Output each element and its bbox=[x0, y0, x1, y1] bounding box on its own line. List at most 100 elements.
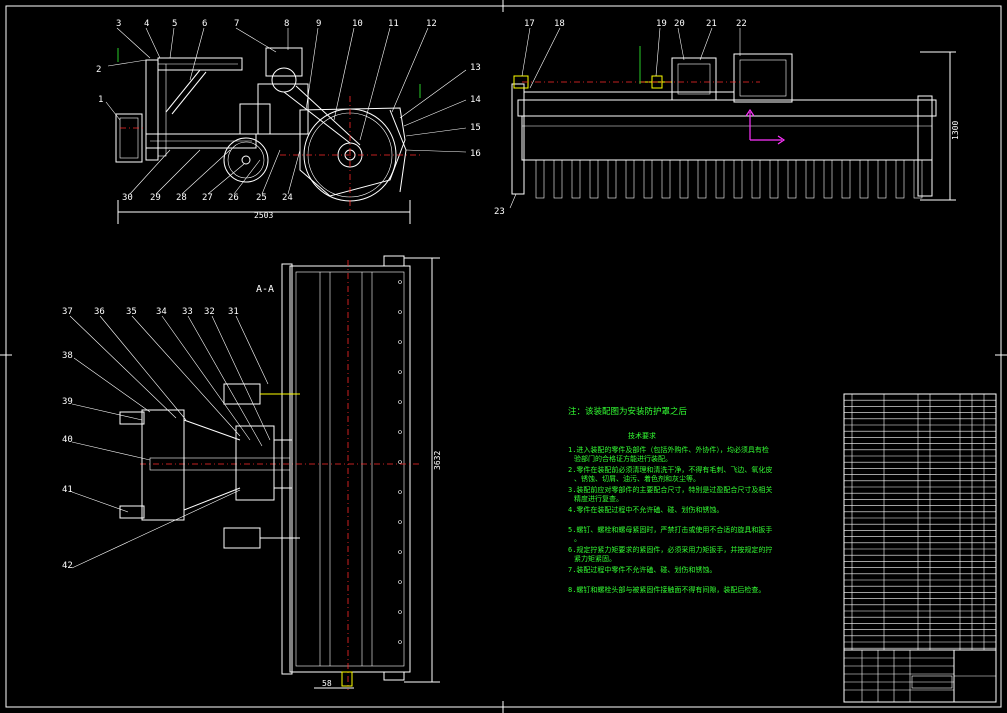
tine bbox=[733, 159, 743, 199]
tine bbox=[661, 159, 671, 199]
notes-list: 1.进入装配的零件及部件（包括外购件、外协件），均必须具有检验部门的合格证方能进… bbox=[568, 445, 772, 594]
callout-label: 5 bbox=[172, 19, 177, 29]
tine bbox=[823, 159, 833, 199]
callout-label: 35 bbox=[126, 307, 137, 317]
callout-label: 13 bbox=[470, 63, 481, 73]
bolt bbox=[398, 460, 402, 464]
technical-notes: 注：该装配图为安装防护罩之后 技术要求 1.进入装配的零件及部件（包括外购件、外… bbox=[568, 406, 772, 594]
bolt bbox=[398, 280, 402, 284]
tine bbox=[553, 159, 563, 199]
tine bbox=[877, 159, 887, 199]
bolt bbox=[398, 310, 402, 314]
callout-label: 3 bbox=[116, 19, 121, 29]
callout-label: 17 bbox=[524, 19, 535, 29]
callout-label: 6 bbox=[202, 19, 207, 29]
note-item: 7.装配过程中零件不允许磕、碰、划伤和锈蚀。 bbox=[568, 565, 716, 574]
front-view-callouts: 17 18 19 20 21 22 23 1300 bbox=[494, 19, 960, 217]
tine bbox=[787, 159, 797, 199]
note-item: 2.零件在装配前必须清理和清洗干净，不得有毛刺、飞边、氧化皮 bbox=[568, 465, 772, 474]
callout-label: 7 bbox=[234, 19, 239, 29]
parts-list-rows bbox=[844, 399, 996, 649]
callout-label: 12 bbox=[426, 19, 437, 29]
section-bottom-dimension: 58 bbox=[322, 679, 332, 688]
callout-label: 1 bbox=[98, 95, 103, 105]
tine bbox=[805, 159, 815, 199]
callout-label: 29 bbox=[150, 193, 161, 203]
callout-label: 18 bbox=[554, 19, 565, 29]
callout-label: 10 bbox=[352, 19, 363, 29]
tine bbox=[607, 159, 617, 199]
bolt bbox=[398, 520, 402, 524]
bolt bbox=[398, 430, 402, 434]
bolt bbox=[398, 370, 402, 374]
tine bbox=[715, 159, 725, 199]
tine bbox=[895, 159, 905, 199]
callout-label: 38 bbox=[62, 351, 73, 361]
callout-label: 32 bbox=[204, 307, 215, 317]
section-height-dimension: 3632 bbox=[433, 451, 442, 470]
callout-label: 16 bbox=[470, 149, 481, 159]
note-item: 3.装配前应对零部件的主要配合尺寸，特别是过盈配合尺寸及相关 bbox=[568, 485, 772, 494]
bolt bbox=[398, 400, 402, 404]
note-item-continued: 验部门的合格证方能进行装配。 bbox=[574, 454, 672, 463]
callout-label: 33 bbox=[182, 307, 193, 317]
parts-list-table bbox=[843, 393, 997, 651]
height-dimension: 1300 bbox=[951, 121, 960, 140]
callout-label: 15 bbox=[470, 123, 481, 133]
section-view bbox=[69, 255, 440, 690]
note-line: 注：该装配图为安装防护罩之后 bbox=[568, 406, 688, 417]
note-item-continued: 、锈蚀、切屑、油污、着色剂和灰尘等。 bbox=[574, 474, 700, 483]
callout-label: 31 bbox=[228, 307, 239, 317]
note-item: 8.螺钉和螺栓头部与被紧固件接触面不得有间隙，装配后检查。 bbox=[568, 585, 765, 594]
bolt bbox=[398, 580, 402, 584]
note-item: 5.螺钉、螺栓和螺母紧固时，严禁打击或使用不合适的旋具和扳手 bbox=[568, 525, 772, 534]
tine bbox=[571, 159, 581, 199]
rotor-tines bbox=[535, 159, 923, 199]
callout-label: 2 bbox=[96, 65, 101, 75]
tine bbox=[643, 159, 653, 199]
note-item-continued: 。 bbox=[574, 535, 581, 543]
callout-label: 20 bbox=[674, 19, 685, 29]
bolt bbox=[398, 610, 402, 614]
callout-label: 21 bbox=[706, 19, 717, 29]
tine bbox=[589, 159, 599, 199]
callout-label: 22 bbox=[736, 19, 747, 29]
note-item: 6.规定拧紧力矩要求的紧固件，必须采用力矩扳手，并按规定的拧 bbox=[568, 545, 772, 554]
title-block bbox=[843, 649, 997, 703]
bolt bbox=[398, 340, 402, 344]
notes-heading: 技术要求 bbox=[628, 431, 656, 440]
bolt bbox=[398, 490, 402, 494]
callout-label: 36 bbox=[94, 307, 105, 317]
callout-label: 28 bbox=[176, 193, 187, 203]
tine bbox=[841, 159, 851, 199]
tine bbox=[625, 159, 635, 199]
callout-label: 40 bbox=[62, 435, 73, 445]
callout-label: 25 bbox=[256, 193, 267, 203]
callout-label: 34 bbox=[156, 307, 167, 317]
callout-label: 14 bbox=[470, 95, 481, 105]
callout-label: 42 bbox=[62, 561, 73, 571]
callout-label: 19 bbox=[656, 19, 667, 29]
note-item: 4.零件在装配过程中不允许磕、碰、划伤和锈蚀。 bbox=[568, 505, 723, 514]
side-view bbox=[105, 27, 467, 224]
callout-label: 41 bbox=[62, 485, 73, 495]
width-dimension: 2503 bbox=[254, 211, 273, 220]
callout-label: 23 bbox=[494, 207, 505, 217]
side-view-callouts: 3 4 5 6 7 8 9 10 11 12 13 14 15 16 2 1 3… bbox=[96, 19, 481, 220]
tine bbox=[769, 159, 779, 199]
callout-label: 39 bbox=[62, 397, 73, 407]
callout-label: 9 bbox=[316, 19, 321, 29]
housing-bolts bbox=[398, 280, 402, 644]
note-item-continued: 精度进行复查。 bbox=[574, 494, 623, 503]
callout-label: 24 bbox=[282, 193, 293, 203]
tine bbox=[679, 159, 689, 199]
callout-label: 11 bbox=[388, 19, 399, 29]
note-item-continued: 紧力矩紧固。 bbox=[574, 554, 616, 563]
front-view bbox=[509, 27, 956, 209]
bolt bbox=[398, 640, 402, 644]
bolt bbox=[398, 550, 402, 554]
section-title: A-A bbox=[256, 284, 274, 295]
note-item: 1.进入装配的零件及部件（包括外购件、外协件），均必须具有检 bbox=[568, 445, 769, 454]
